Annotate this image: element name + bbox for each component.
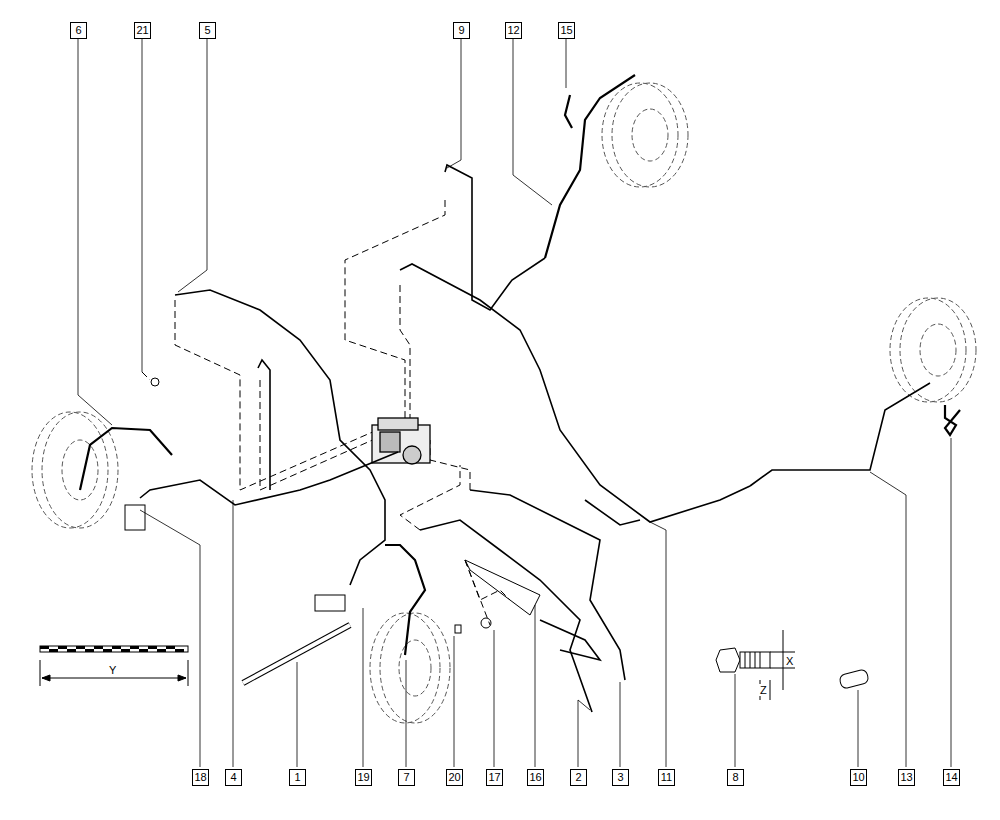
callout-number: 18 [192,769,209,786]
callout-number: 9 [453,22,470,39]
callout-number: 6 [70,22,87,39]
callout-number: 1 [289,769,306,786]
callout-number: 4 [225,769,242,786]
callout-number: 7 [398,769,415,786]
callout-number: 20 [446,769,463,786]
callout-number: 19 [355,769,372,786]
callout-number: 12 [505,22,522,39]
callout-number: 3 [612,769,629,786]
callout-number: 14 [943,769,960,786]
callout-number: 17 [486,769,503,786]
callout-number: 15 [558,22,575,39]
callout-number: 5 [199,22,216,39]
callout-number: 10 [850,769,867,786]
callout-number: 13 [898,769,915,786]
callout-number: 16 [527,769,544,786]
dimension-label: Z [759,684,768,696]
callout-number: 2 [570,769,587,786]
dimension-label: Y [108,664,117,676]
dimension-label: X [785,655,794,667]
callout-number: 21 [134,22,151,39]
callout-number: 8 [727,769,744,786]
callout-number: 11 [658,769,675,786]
